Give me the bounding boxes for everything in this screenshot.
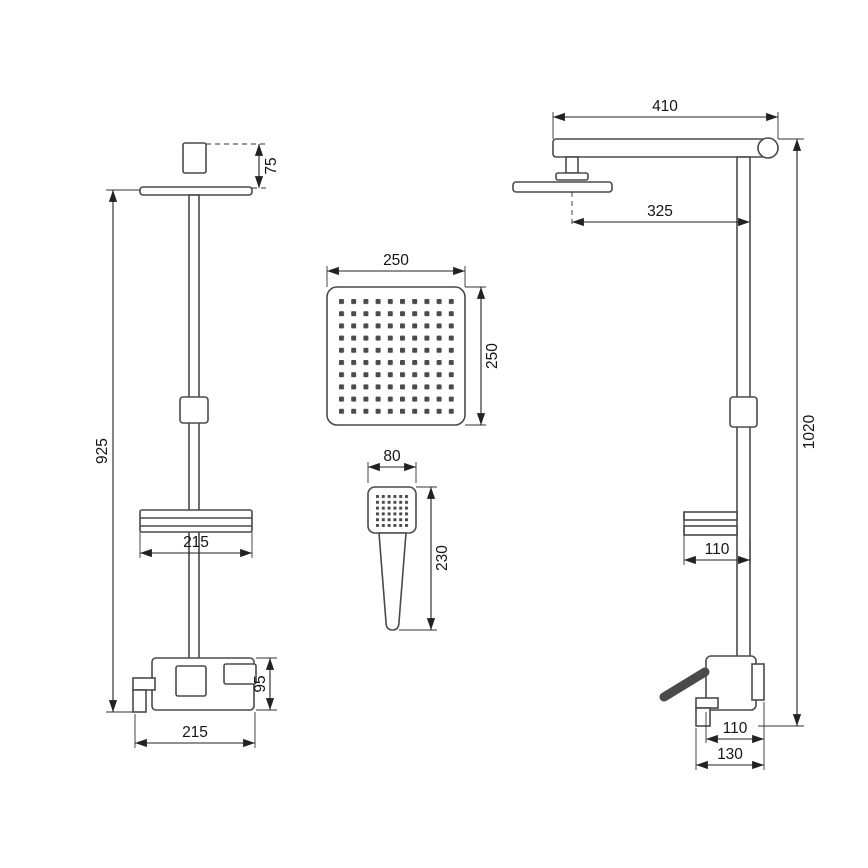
front-rain-head-plate [139, 186, 253, 196]
dimension-mixer-width: 215 [134, 712, 256, 748]
side-head-flange [555, 172, 589, 181]
dimension-label-110-mixer: 110 [723, 720, 748, 737]
dimension-label-250-height: 250 [484, 343, 501, 369]
dimension-hand-shower-length: 230 [399, 486, 451, 631]
side-view: 410 325 1020 110 110 [512, 98, 818, 770]
hand-shower-nozzle-grid [376, 495, 409, 527]
dimension-shelf-depth: 110 [683, 535, 751, 565]
dimension-head-reach: 325 [571, 192, 750, 228]
dimension-label-230: 230 [434, 545, 451, 571]
dimension-column-height: 925 [94, 189, 140, 713]
rain-head-nozzle-grid [339, 299, 454, 414]
dimension-hand-shower-width: 80 [367, 448, 417, 483]
dimension-mixer-depth: 110 [705, 702, 765, 770]
front-view: 75 925 215 95 215 [94, 142, 280, 748]
head-detail-view: 250 250 [326, 252, 501, 426]
side-spout-horizontal [695, 697, 719, 709]
dimension-label-130: 130 [717, 746, 743, 763]
dimension-label-925: 925 [94, 438, 111, 464]
side-rain-head-plate [512, 181, 613, 193]
dimension-head-offset: 75 [206, 143, 280, 189]
dimension-arm-length: 410 [552, 98, 779, 139]
dimension-label-250-width: 250 [383, 252, 409, 269]
dimension-label-215-bottom: 215 [182, 724, 208, 741]
dimension-label-110-shelf: 110 [705, 541, 730, 558]
front-slider-holder [179, 396, 209, 424]
dimension-label-75: 75 [263, 157, 280, 174]
front-mixer-handle [223, 663, 257, 685]
dimension-label-325: 325 [647, 203, 673, 220]
dimension-head-width: 250 [326, 252, 466, 287]
side-shelf-top-rail [683, 511, 738, 521]
side-head-neck [565, 156, 579, 174]
front-spout-horizontal [132, 677, 156, 691]
side-arm-end-cap [757, 137, 779, 159]
side-shower-column [512, 137, 779, 727]
side-spout-vertical [695, 707, 711, 727]
front-shelf [139, 509, 253, 533]
dimension-label-1020: 1020 [801, 414, 818, 449]
front-spout-vertical [132, 689, 147, 713]
dimension-label-80: 80 [383, 448, 401, 465]
dimension-label-410: 410 [652, 98, 678, 115]
front-shower-column [132, 142, 257, 713]
hand-shower-view: 80 230 [367, 448, 451, 631]
front-mixer-detail [175, 665, 207, 697]
dimension-spout-depth: 130 [695, 728, 764, 770]
front-top-connector [182, 142, 207, 174]
front-column-pipe [188, 194, 200, 661]
dimension-mixer-height: 95 [252, 657, 277, 711]
side-mixer-lever [659, 667, 710, 702]
dimension-total-height: 1020 [758, 138, 818, 727]
dimension-label-95: 95 [252, 675, 269, 692]
side-top-arm [552, 138, 766, 158]
side-slider-holder [729, 396, 758, 428]
side-shelf-bottom-rail [683, 525, 738, 536]
side-wall-bracket [751, 663, 765, 701]
hand-shower-handle [378, 532, 407, 631]
dimension-head-height: 250 [465, 286, 501, 426]
dimension-shelf-width: 215 [139, 532, 253, 558]
dimension-label-215-shelf: 215 [183, 534, 209, 551]
